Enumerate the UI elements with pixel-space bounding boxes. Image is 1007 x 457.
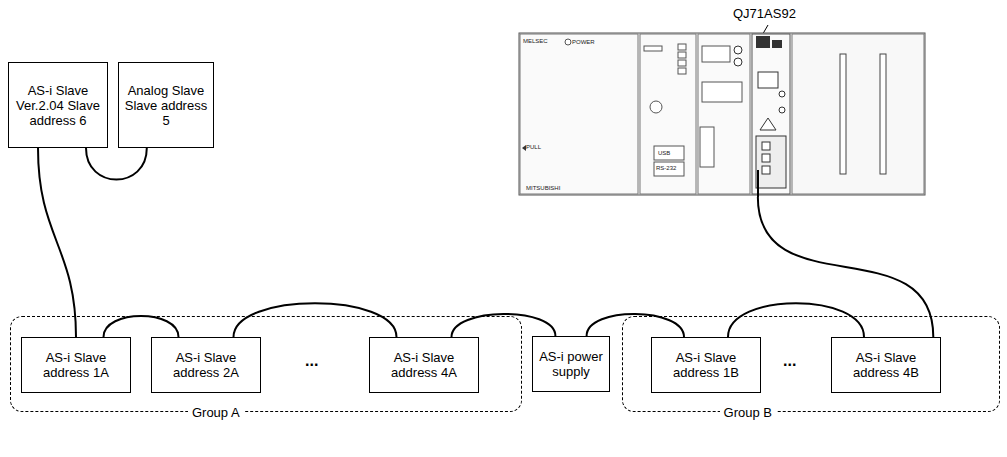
- as-i-cable: [234, 303, 397, 337]
- as-i-cable: [587, 314, 684, 337]
- plc-rack: MELSEC POWER USB RS-232MITSUBISHI PULL: [518, 32, 928, 197]
- ellipsis: ...: [305, 352, 318, 370]
- box-text: AS-i Slave address 2A: [156, 350, 256, 380]
- slave-box: AS-i Slave address 1B: [651, 337, 761, 393]
- box-text: AS-i power supply: [537, 349, 605, 379]
- group-region: Group BAS-i Slave address 1BAS-i Slave a…: [622, 316, 1000, 412]
- slave-box: AS-i power supply: [532, 336, 610, 392]
- group-label: Group B: [720, 405, 776, 420]
- plc-marking: USB: [658, 150, 670, 157]
- slave-box: AS-i Slave address 2A: [151, 337, 261, 393]
- slave-box: AS-i Slave address 4A: [369, 337, 479, 393]
- as-i-cable: [452, 314, 556, 337]
- plc-marking: MELSEC: [523, 38, 548, 45]
- box-text: AS-i Slave address 1A: [26, 350, 126, 380]
- plc-marking: POWER: [572, 39, 595, 46]
- box-text: AS-i Slave address 4A: [374, 350, 474, 380]
- as-i-cable: [86, 148, 147, 180]
- box-text: Analog Slave Slave address 5: [123, 83, 209, 128]
- plc-marking: RS-232: [656, 165, 676, 172]
- as-i-cable: [38, 148, 76, 337]
- slave-box: AS-i Slave address 4B: [831, 337, 941, 393]
- plc-marking: MITSUBISHI: [526, 185, 560, 192]
- as-i-cable: [728, 303, 864, 337]
- slave-box: Analog Slave Slave address 5: [118, 62, 214, 148]
- module-label: QJ71AS92: [733, 6, 796, 21]
- group-region: Group AAS-i Slave address 1AAS-i Slave a…: [10, 316, 522, 412]
- as-i-cable: [104, 316, 179, 337]
- group-label: Group A: [188, 405, 244, 420]
- slave-box: AS-i Slave Ver.2.04 Slave address 6: [8, 62, 108, 148]
- slave-box: AS-i Slave address 1A: [21, 337, 131, 393]
- box-text: AS-i Slave Ver.2.04 Slave address 6: [13, 83, 103, 128]
- box-text: AS-i Slave address 4B: [836, 350, 936, 380]
- plc-marking: PULL: [526, 144, 541, 151]
- plc-illustration: [518, 32, 928, 197]
- ellipsis: ...: [783, 352, 796, 370]
- box-text: AS-i Slave address 1B: [656, 350, 756, 380]
